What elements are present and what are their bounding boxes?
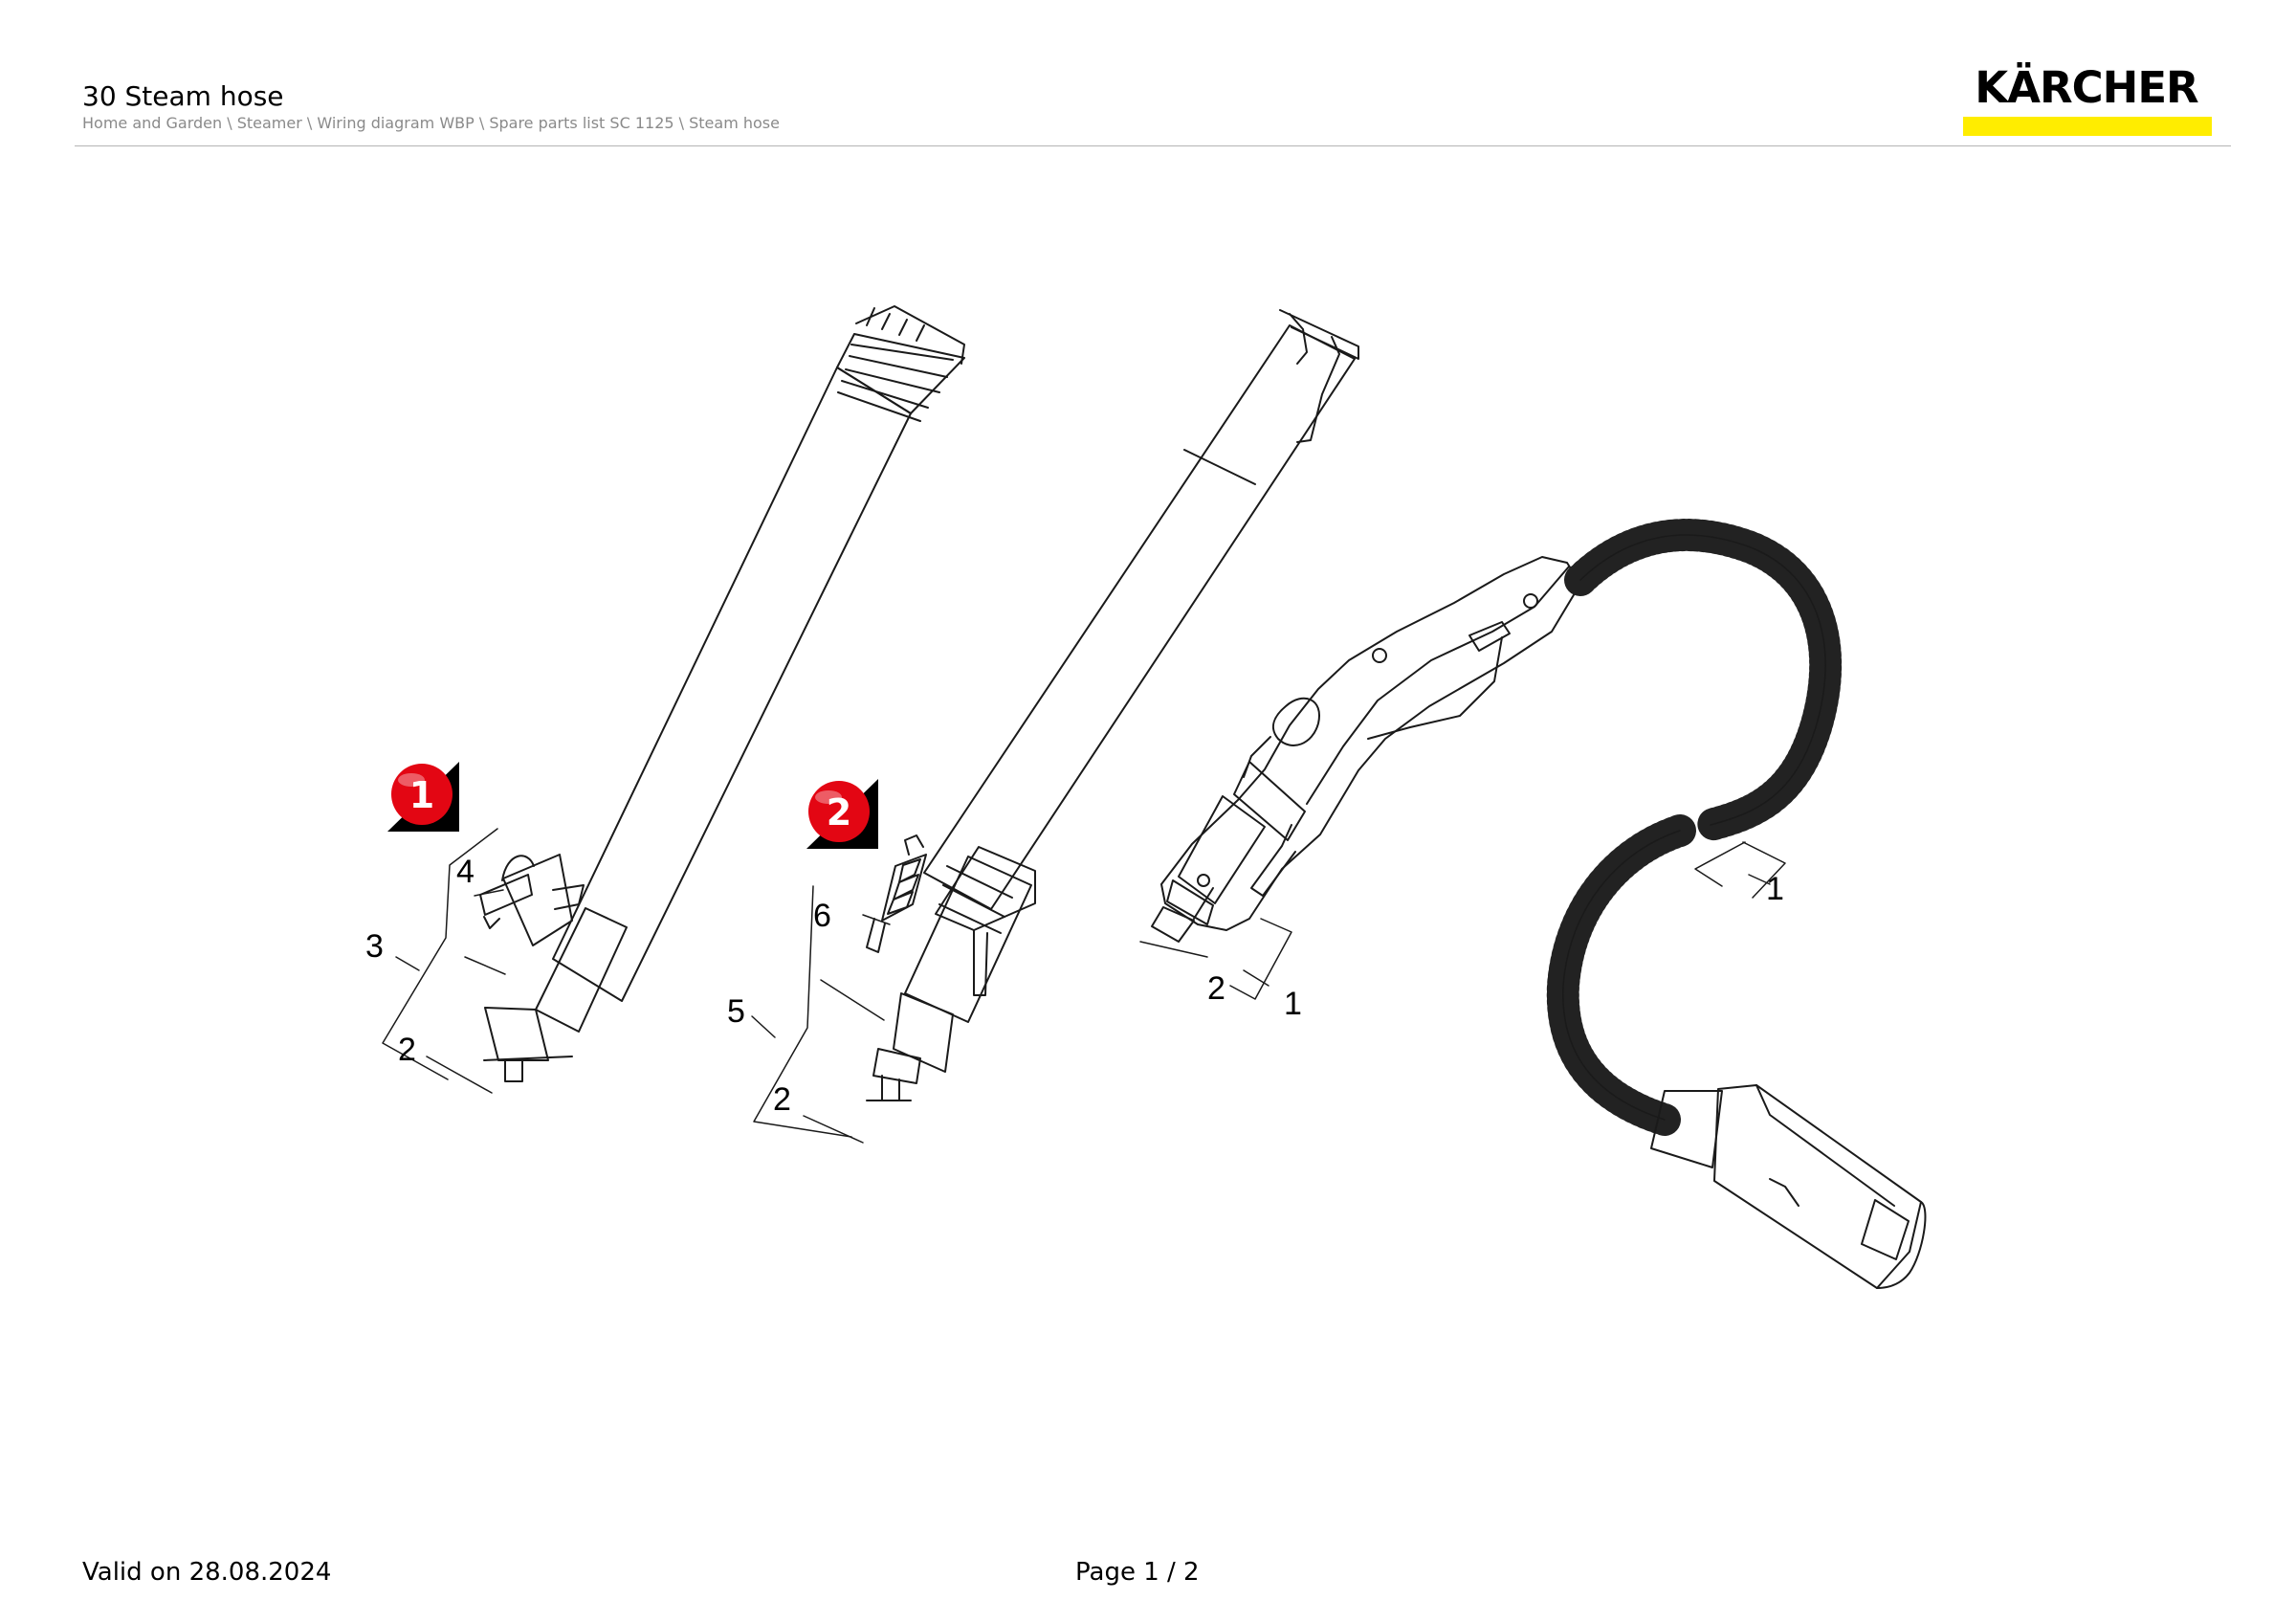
steam-gun [1151,556,1581,943]
tube-2-clip [866,834,927,953]
callout-hose-part1: 1 [1766,871,1784,907]
callout-tube2-part6: 6 [813,898,831,934]
variant-badge-1: 1 [387,762,459,832]
leader-lines [382,828,1786,1144]
callout-tube1-part3: 3 [365,928,384,965]
badge-1-label: 1 [409,774,434,816]
callout-tube1-part4: 4 [456,854,475,890]
breadcrumb[interactable]: Home and Garden \ Steamer \ Wiring diagr… [82,114,780,132]
callout-tube1-part2: 2 [398,1032,416,1068]
steam-hose [1546,519,1843,1168]
variant-badge-2: 2 [806,779,878,849]
extension-tube-1 [483,305,965,1082]
tube-1-clip [479,854,585,946]
logo-yellow-bar [1963,117,2212,136]
extension-tube-2 [866,309,1359,1101]
page-number: Page 1 / 2 [1075,1558,1200,1587]
badge-2-label: 2 [827,791,851,834]
brand-logo: KÄRCHER [1961,63,2212,136]
valid-date: Valid on 28.08.2024 [82,1558,332,1587]
callout-gun-part1: 1 [1284,986,1302,1022]
callout-tube2-part2: 2 [773,1081,791,1118]
hose-connector-plug [1713,1084,1927,1289]
page-title: 30 Steam hose [82,80,284,112]
header-divider [75,145,2231,146]
callout-gun-part2: 2 [1207,970,1225,1007]
logo-wordmark: KÄRCHER [1975,62,2198,113]
callout-tube2-part5: 5 [727,993,745,1030]
